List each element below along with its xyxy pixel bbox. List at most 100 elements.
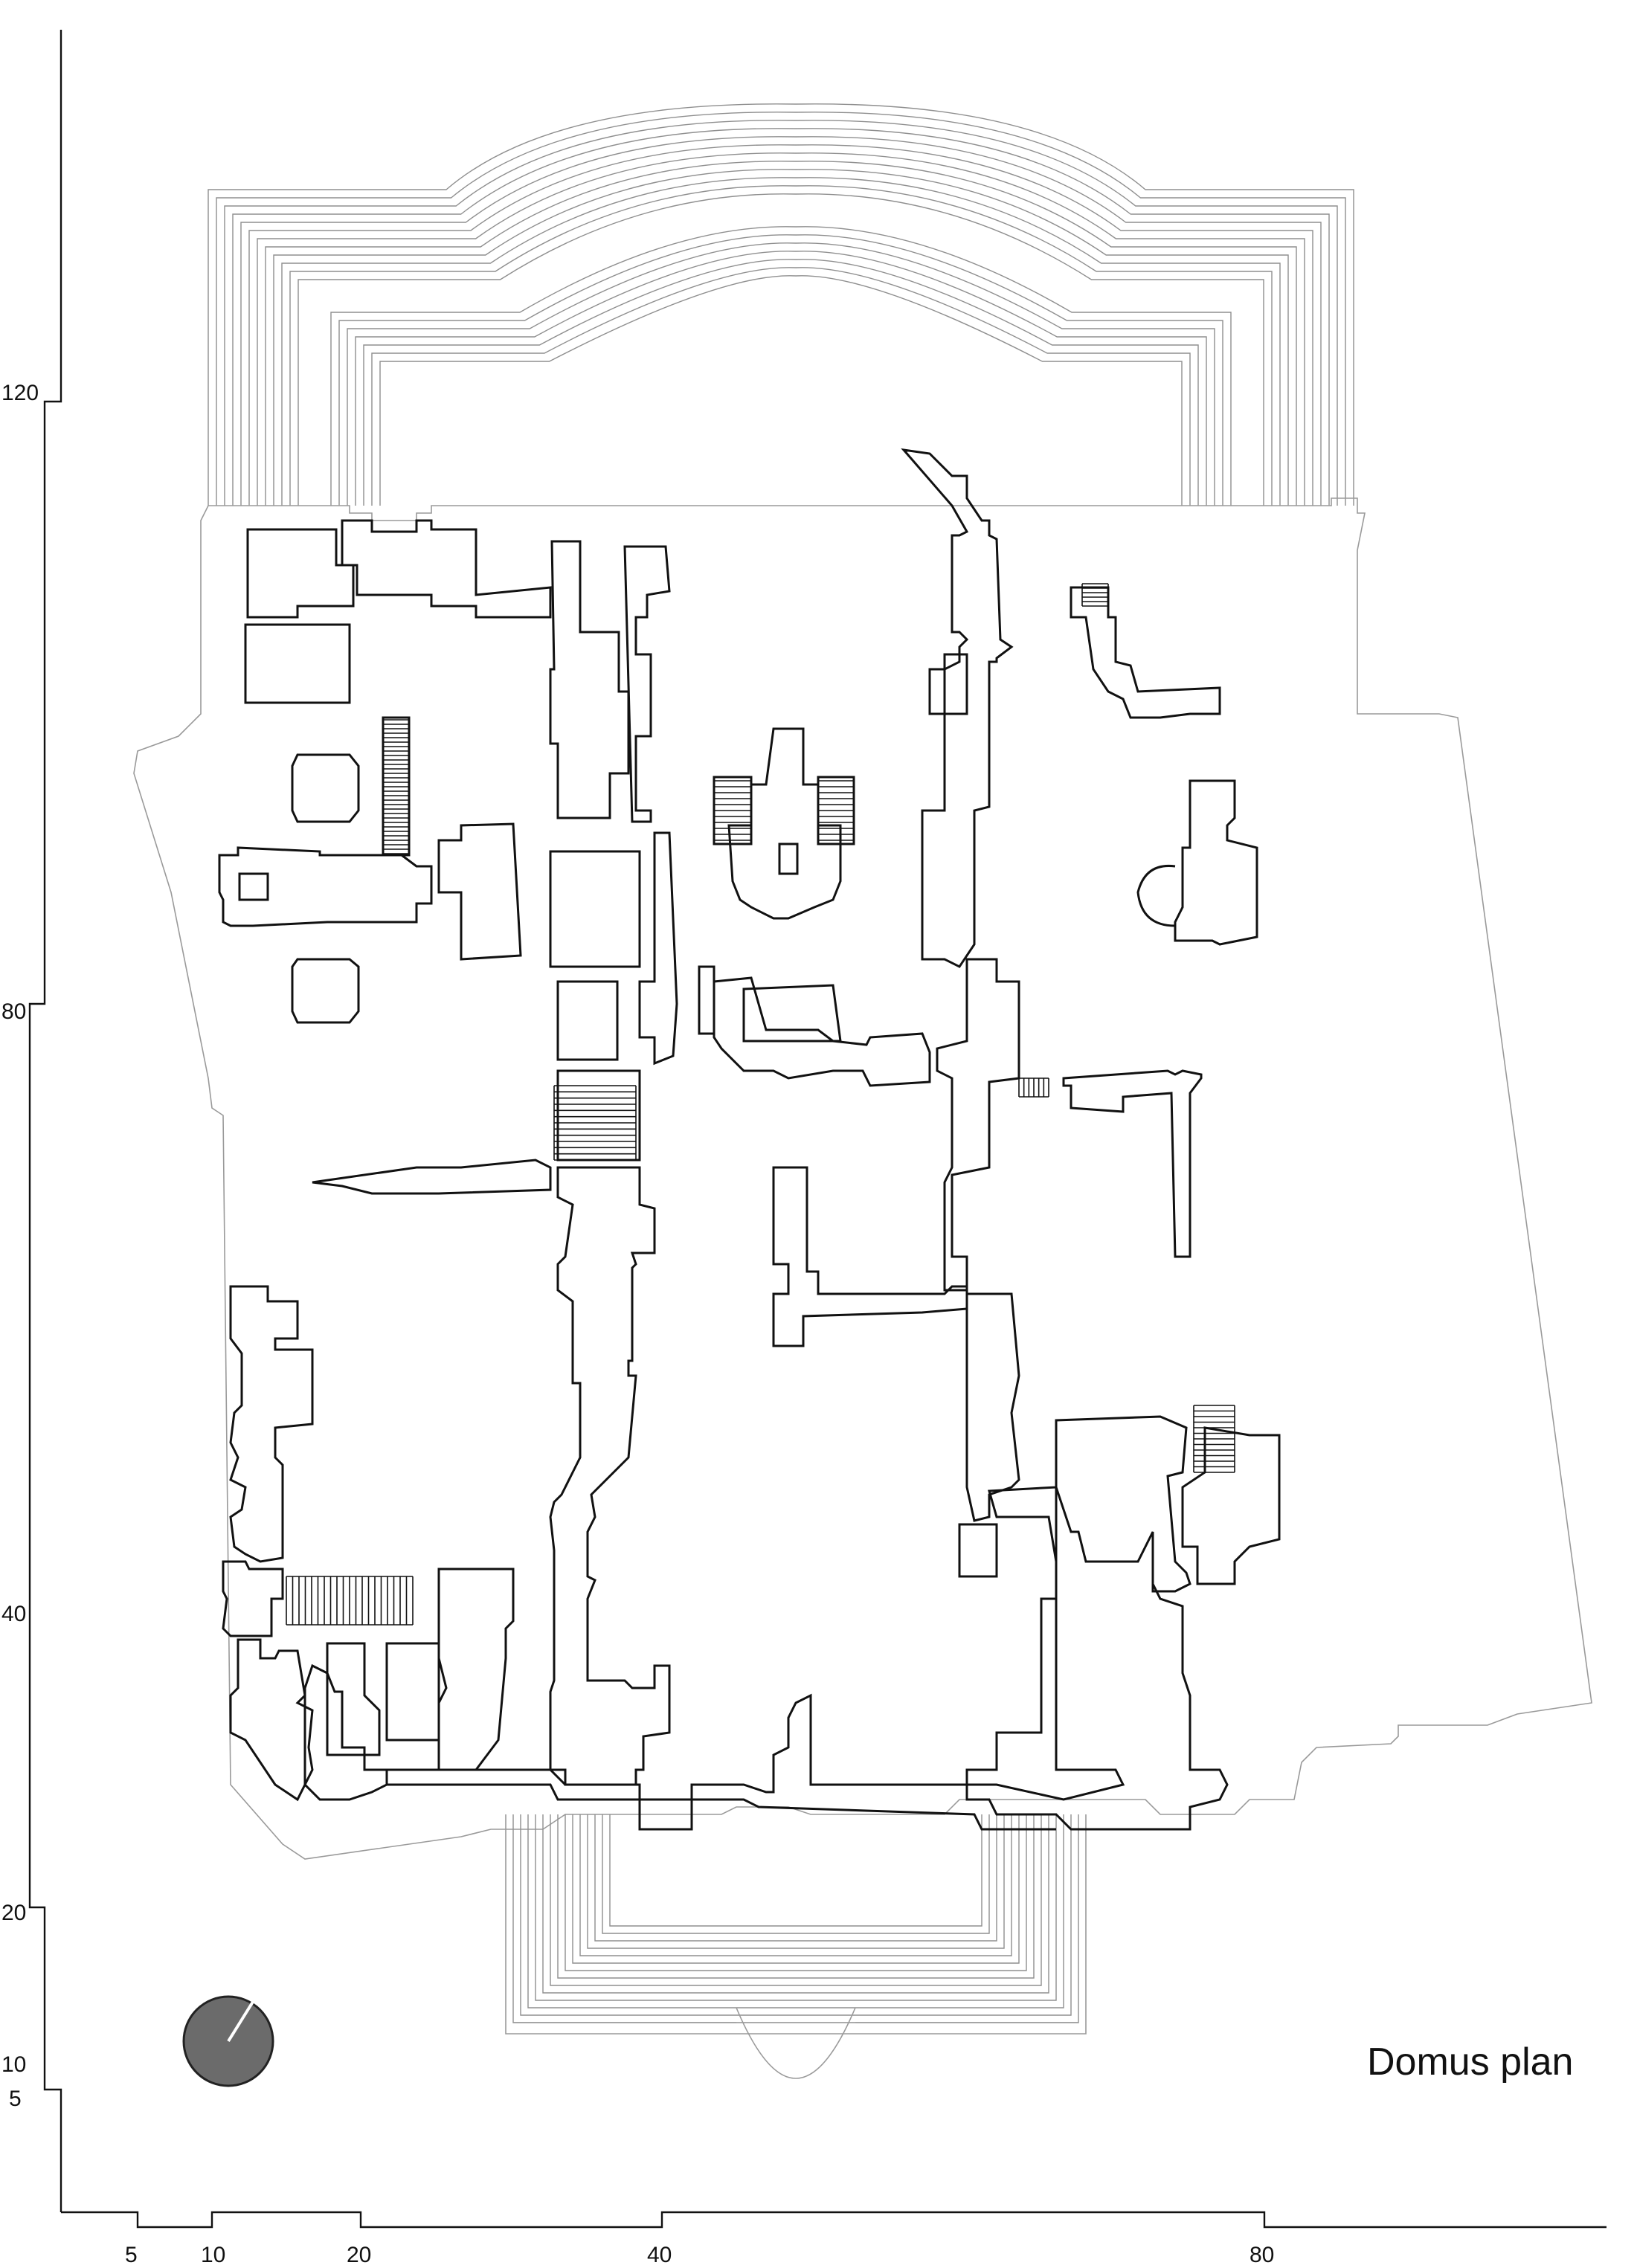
court-step-5 [550,1814,1042,1986]
spine-west-lower [549,1166,671,1786]
spine-east-lower [965,1292,1020,1522]
south-long-wall [387,1583,1229,1831]
court-step-2 [527,1814,1064,2008]
site-boundary [133,497,1592,1860]
court-step-6 [557,1814,1035,1979]
scale-label-x-80: 80 [1250,2243,1274,2267]
scale-label-5: 5 [9,2087,22,2111]
vertical-scale-labels: 120 80 40 20 10 5 [1,381,39,2111]
north-arrow-disc-icon [182,1995,274,2087]
stair-west-north [382,719,410,854]
exedra-step-3 [232,128,1330,506]
lower-court-steps [505,1814,1087,2035]
scale-label-x-10: 10 [201,2243,225,2267]
exedra-step-6 [257,152,1305,506]
room-central-court [638,831,678,1066]
room-central-west-block [549,850,641,968]
room-east-long [1062,1069,1203,1258]
scale-label-80: 80 [1,999,26,1024]
court-step-9 [579,1814,1012,1956]
court-step-4 [542,1814,1049,1994]
room-central-west-block-3 [556,1069,641,1162]
exedra-step-8 [273,169,1289,506]
court-step-8 [572,1814,1020,1964]
stair-east-mid [1018,1077,1049,1098]
room-central-apse [727,727,842,920]
court-outline [505,1814,1087,2035]
scale-label-x-5: 5 [125,2243,138,2267]
stair-northeast [1081,583,1109,607]
room-west-apse-n [291,753,360,823]
room-south-central [772,1166,968,1347]
spine-west-upper [549,540,630,819]
room-southwest-mid [222,1560,284,1637]
horizontal-scale-labels: 5 10 20 40 80 [125,2243,1274,2267]
room-central-apse-inner [778,843,799,875]
court-step-13 [609,1814,982,1927]
exedra-step-7 [265,161,1297,506]
scale-label-40: 40 [1,1602,26,1626]
room-southeast-right [1181,1426,1281,1585]
scale-label-20: 20 [1,1901,26,1925]
exedra-step-2 [224,120,1338,506]
spine-west-col [623,545,671,823]
room-west-hall [218,846,433,927]
exedra-step-10 [289,185,1273,506]
room-south-row-3 [437,1568,515,1771]
plan-title: Domus plan [1367,2040,1573,2084]
room-northeast-1 [1070,586,1221,719]
scale-label-x-20: 20 [347,2243,371,2267]
south-long-wall-inner [387,1783,1056,1831]
court-step-1 [520,1814,1072,2016]
vertical-scale-axis [28,30,62,2212]
stair-southwest [286,1576,414,1626]
room-central-west-block-2 [556,980,619,1061]
stair-apse-east [817,780,855,841]
exedra-step-9 [281,177,1281,506]
room-west-apse-s [291,958,360,1024]
exedra-step-4 [240,136,1322,506]
spine-east-mid [936,958,1020,1292]
exedra-step-15 [330,226,1232,506]
room-central-small [698,965,715,1035]
room-west-strip [312,1159,552,1195]
court-step-10 [587,1814,1005,1949]
room-south-row-4 [385,1642,440,1742]
court-step-0 [512,1814,1079,2023]
exedra-step-19 [363,259,1199,506]
stair-central-west [553,1085,637,1161]
south-apse [736,2007,856,2079]
room-east-apse-curve [1136,864,1176,927]
room-nw-2 [244,623,351,704]
exedra-step-20 [371,267,1191,506]
room-central-passage [713,976,931,1087]
room-east-small [958,1523,998,1578]
room-southwest-north [229,1285,314,1563]
room-southeast-large [965,1415,1191,1801]
room-central-east-room [742,984,842,1043]
exedra-step-18 [355,251,1207,506]
exedra-step-16 [338,234,1223,506]
upper-exedra-steps [208,103,1354,506]
room-northeast-2 [943,653,968,715]
room-south-row-2 [326,1642,381,1756]
scale-label-x-40: 40 [647,2243,672,2267]
exedra-step-17 [347,242,1215,506]
room-north-corridor [341,519,552,619]
room-west-square [437,822,522,961]
exedra-step-0 [208,103,1354,506]
stair-southeast [1193,1405,1235,1473]
scale-label-120: 120 [1,381,39,405]
spine-east-upper [901,448,1014,968]
stair-apse-west [713,780,752,841]
building-walls [218,448,1281,1831]
court-step-3 [535,1814,1057,2001]
room-east-apse [1174,779,1258,946]
exedra-step-21 [379,275,1183,506]
stair-details [286,583,1235,1626]
court-step-11 [594,1814,997,1942]
scale-label-10: 10 [1,2052,26,2077]
court-step-12 [602,1814,990,1934]
exedra-step-5 [248,144,1313,506]
